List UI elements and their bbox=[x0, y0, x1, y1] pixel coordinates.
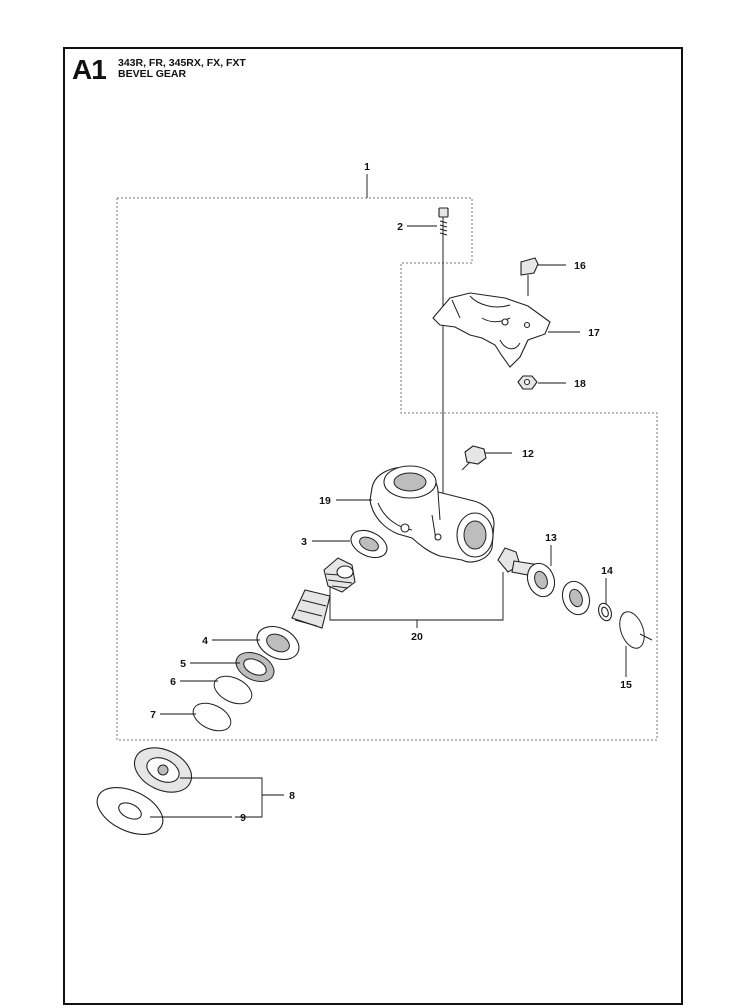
part-6-ring bbox=[213, 675, 253, 705]
callout-14: 14 bbox=[601, 565, 613, 577]
callout-18: 18 bbox=[574, 378, 586, 390]
model-list: 343R, FR, 345RX, FX, FXT bbox=[118, 57, 246, 69]
part-13-bearing bbox=[526, 562, 556, 598]
callout-16: 16 bbox=[574, 260, 586, 272]
part-7-circlip bbox=[192, 702, 232, 732]
callout-2: 2 bbox=[397, 221, 403, 233]
part-8-support-cup bbox=[133, 747, 193, 793]
callout-9: 9 bbox=[240, 812, 246, 824]
callout-15: 15 bbox=[620, 679, 632, 691]
part-12-plug bbox=[461, 445, 487, 471]
part-19-gear-housing bbox=[369, 465, 495, 563]
callout-12: 12 bbox=[522, 448, 534, 460]
output-bearing bbox=[561, 580, 591, 616]
callout-20: 20 bbox=[411, 631, 423, 643]
callout-3: 3 bbox=[301, 536, 307, 548]
page-frame bbox=[63, 47, 683, 1005]
part-18-nut bbox=[517, 375, 538, 390]
callout-13: 13 bbox=[545, 532, 557, 544]
callout-8: 8 bbox=[289, 790, 295, 802]
callout-5: 5 bbox=[180, 658, 186, 670]
part-name: BEVEL GEAR bbox=[118, 68, 187, 80]
assembly-group-outline bbox=[116, 197, 658, 741]
part-14-washer bbox=[598, 602, 612, 622]
part-15-circlip bbox=[619, 611, 645, 649]
circlip-tail bbox=[639, 633, 653, 641]
leader-20-bracket bbox=[329, 572, 504, 621]
callout-19: 19 bbox=[319, 495, 331, 507]
section-id: A1 bbox=[72, 54, 107, 85]
part-9-washer-plate bbox=[96, 787, 164, 835]
part-5-seal bbox=[235, 651, 275, 683]
part-16-thumb-screw bbox=[520, 257, 539, 296]
callout-1: 1 bbox=[364, 161, 370, 173]
callout-6: 6 bbox=[170, 676, 176, 688]
part-17-guard-bracket bbox=[432, 292, 551, 368]
part-3-bearing bbox=[350, 529, 388, 559]
part-4-bearing bbox=[256, 625, 300, 661]
leader-8-9-bracket bbox=[180, 777, 263, 818]
callout-4: 4 bbox=[202, 635, 208, 647]
part-2-screw bbox=[438, 207, 449, 236]
callout-7: 7 bbox=[150, 709, 156, 721]
callout-17: 17 bbox=[588, 327, 600, 339]
